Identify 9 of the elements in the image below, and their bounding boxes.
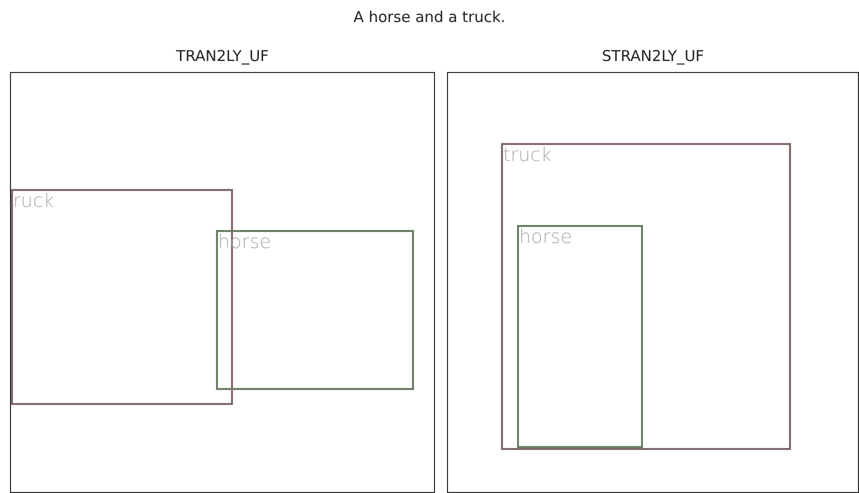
- box-label: horse: [519, 227, 572, 247]
- box-label: truck: [503, 145, 552, 165]
- bounding-box: [517, 225, 643, 448]
- chart-title: A horse and a truck.: [352, 8, 506, 26]
- box-label: ruck: [13, 191, 54, 211]
- panel-title: TRAN2LY_UF: [175, 47, 270, 65]
- bounding-box: [216, 230, 414, 390]
- panel-title: STRAN2LY_UF: [600, 47, 706, 65]
- bounding-box: [501, 143, 791, 450]
